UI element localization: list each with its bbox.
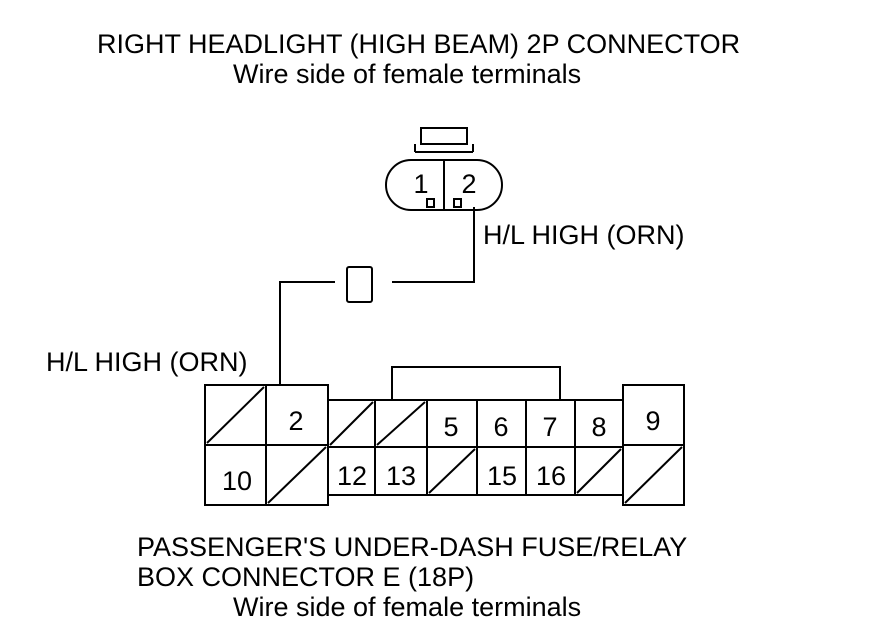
- cavity-label: 15: [487, 461, 517, 491]
- cavity-label: 12: [337, 461, 367, 491]
- cavity-label: 9: [645, 406, 660, 436]
- cavity-label: 10: [222, 466, 252, 496]
- cavity-label: 5: [443, 412, 458, 442]
- fuse-box-18p-connector: [204, 366, 685, 506]
- inline-connector: [346, 266, 373, 303]
- terminal-1-label: 1: [413, 169, 428, 199]
- top-connector-subtitle: Wire side of female terminals: [233, 59, 582, 89]
- wire-label-lower: H/L HIGH (ORN): [46, 347, 248, 377]
- cavity-label: 8: [591, 412, 606, 442]
- headlight-2p-connector: [385, 127, 503, 211]
- wire-label-upper: H/L HIGH (ORN): [483, 220, 685, 250]
- wire-orn: [279, 207, 475, 385]
- bottom-connector-title-line2: BOX CONNECTOR E (18P): [137, 562, 475, 592]
- top-connector-title: RIGHT HEADLIGHT (HIGH BEAM) 2P CONNECTOR: [97, 29, 741, 59]
- cavity-label: 7: [542, 412, 557, 442]
- cavity-label: 13: [386, 461, 416, 491]
- cavity-label: 6: [493, 412, 508, 442]
- bottom-connector-title-line1: PASSENGER'S UNDER-DASH FUSE/RELAY: [137, 532, 688, 562]
- terminal-2-label: 2: [461, 169, 476, 199]
- cavity-label: 16: [536, 461, 566, 491]
- bottom-connector-subtitle: Wire side of female terminals: [233, 592, 582, 622]
- cavity-label: 2: [288, 406, 303, 436]
